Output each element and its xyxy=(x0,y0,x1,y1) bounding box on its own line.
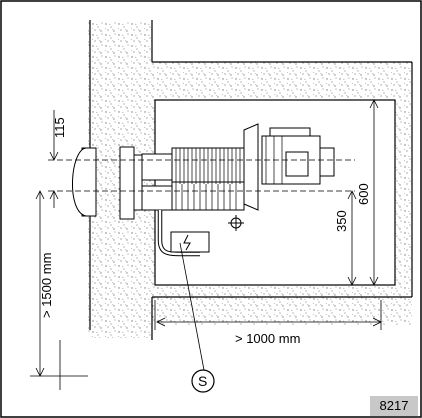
wall-edges xyxy=(89,20,413,340)
dim-min-height: > 1500 mm xyxy=(39,253,54,318)
figure-number: 8217 xyxy=(370,396,418,416)
dim-height-to-axis: 350 xyxy=(334,210,349,232)
axis-lines xyxy=(48,159,355,192)
callout-circle xyxy=(191,369,215,393)
callout-label: S xyxy=(198,373,207,389)
dimension-lines xyxy=(30,99,382,390)
dim-min-width: > 1000 mm xyxy=(235,331,300,346)
dim-115: 115 xyxy=(52,117,67,138)
centre-of-gravity-icon xyxy=(228,215,244,231)
junction-box xyxy=(170,231,210,253)
callout-leader xyxy=(179,242,205,371)
dim-chamber-height: 600 xyxy=(356,183,371,205)
tank-flange xyxy=(72,147,87,217)
